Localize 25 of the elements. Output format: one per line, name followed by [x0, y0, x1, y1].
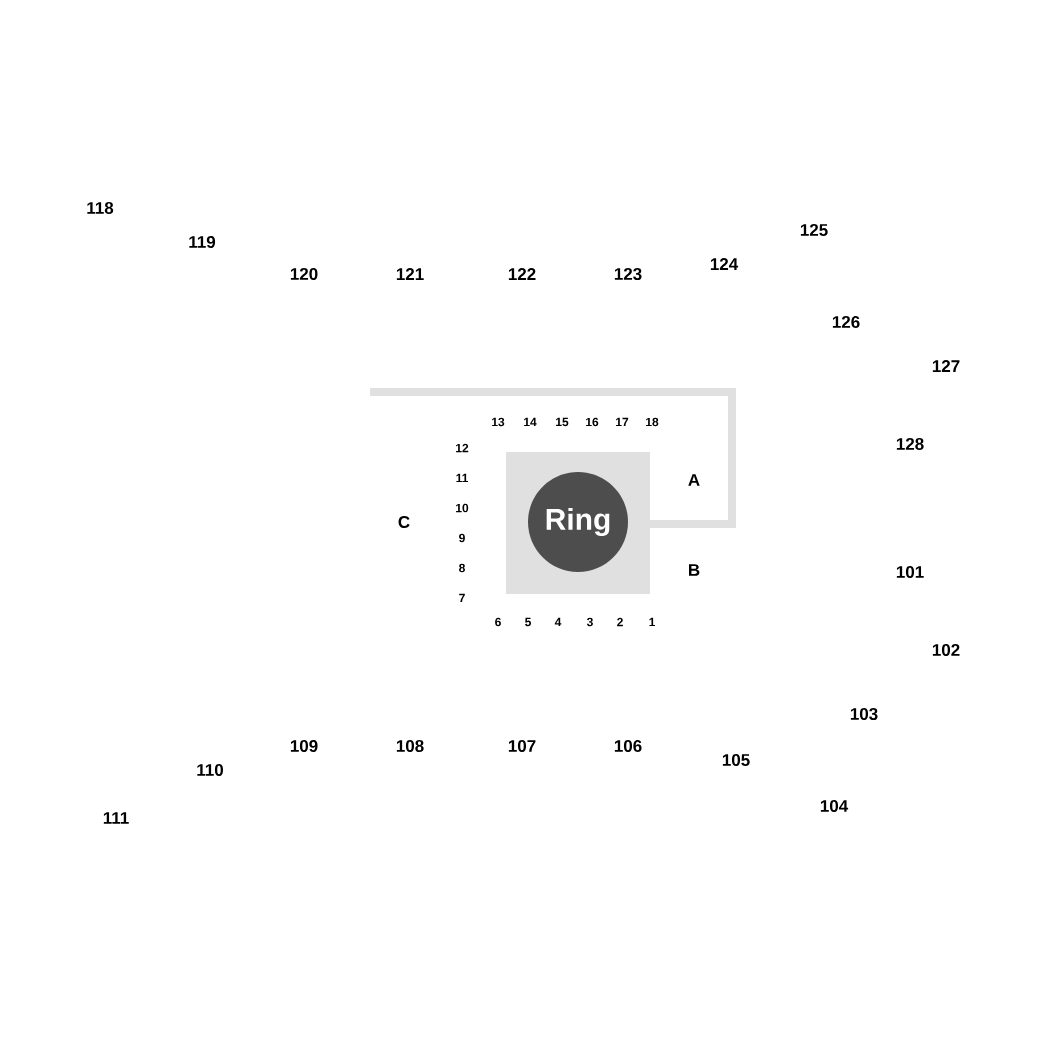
section-number: 101: [896, 566, 924, 578]
section-number: 110: [197, 764, 223, 776]
section-number: 105: [722, 754, 750, 766]
section-number: 118: [87, 202, 114, 214]
section-number: 127: [932, 360, 960, 372]
section-number: 106: [614, 740, 642, 752]
area-letter: C: [398, 516, 410, 528]
section-number: 124: [710, 258, 739, 270]
section-number: 128: [896, 438, 924, 450]
section-number: 123: [614, 268, 642, 280]
section-number: 121: [396, 268, 424, 280]
section-number: 122: [508, 268, 536, 280]
section-number: 103: [850, 708, 878, 720]
area-letter: B: [689, 564, 700, 576]
section-number: 119: [189, 236, 216, 248]
area-letter: A: [688, 474, 700, 486]
section-number: 107: [508, 740, 536, 752]
section-number: 120: [290, 268, 318, 280]
section-number: 108: [396, 740, 424, 752]
section-number: 109: [290, 740, 318, 752]
section-number: 126: [832, 316, 860, 328]
section-number: 111: [103, 812, 129, 824]
section-number: 102: [932, 644, 960, 656]
section-number: 125: [800, 224, 828, 236]
section-number: 104: [820, 800, 849, 812]
